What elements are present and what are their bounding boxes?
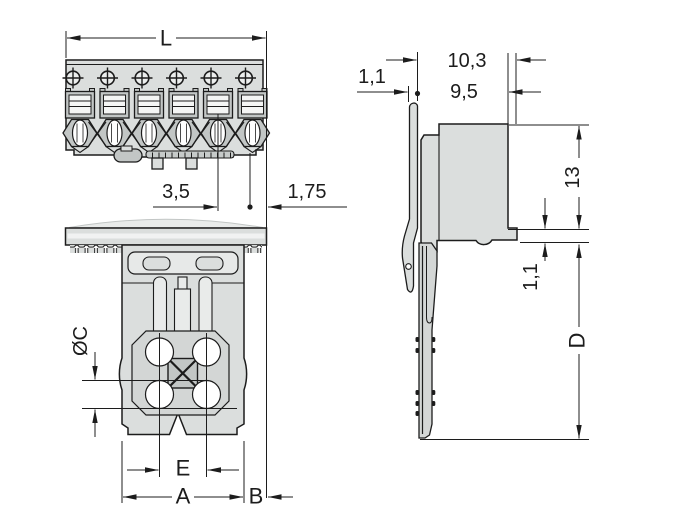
dim-label-B: B xyxy=(249,484,264,509)
flange-highlight xyxy=(67,233,265,239)
dim-label-diameter-C: ØC xyxy=(70,326,92,356)
dim-label-lever-thickness: 1,1 xyxy=(358,66,386,88)
inner-pill-right xyxy=(195,256,224,271)
locking-lever xyxy=(401,102,419,293)
solder-pin-foot-2 xyxy=(185,157,198,170)
dim-label-L: L xyxy=(160,26,172,51)
dim-flange-step: 1,1 xyxy=(520,198,589,291)
dim-upper-height: 13 xyxy=(508,124,589,230)
front-body xyxy=(65,59,264,158)
flange-dome xyxy=(68,218,264,228)
contact-spring-cross xyxy=(167,357,199,389)
dim-label-depth-total: 10,3 xyxy=(448,50,487,72)
dim-B: B xyxy=(249,484,293,509)
dim-E: E xyxy=(127,333,239,481)
dim-depth-body: 9,5 xyxy=(450,81,541,103)
center-neck xyxy=(177,276,188,291)
lever-pivot-hole xyxy=(405,263,412,270)
dim-diameter-C: ØC xyxy=(70,326,237,437)
dim-L: L xyxy=(65,26,266,58)
side-view xyxy=(401,102,518,439)
pin-channel xyxy=(426,246,433,324)
section-view xyxy=(64,218,268,436)
dim-label-D: D xyxy=(565,333,590,349)
dim-depth-total: 10,3 xyxy=(448,50,546,124)
front-view xyxy=(61,59,271,170)
pin-retention-ribs xyxy=(415,337,436,416)
pole-6 xyxy=(234,66,271,154)
dim-edge-offset: 1,75 xyxy=(268,181,347,210)
side-body xyxy=(420,123,518,256)
dim-dot-pole-center xyxy=(247,204,253,210)
dim-D: D xyxy=(420,244,590,440)
dim-label-depth-body: 9,5 xyxy=(450,81,478,103)
dim-label-E: E xyxy=(176,456,191,481)
inner-pill-left xyxy=(142,256,171,271)
plug-pin xyxy=(418,242,438,439)
dim-label-upper-height: 13 xyxy=(562,166,584,188)
bottom-strip-ticks xyxy=(147,151,233,158)
solder-pin-foot-1 xyxy=(151,157,164,170)
dim-label-flange-step: 1,1 xyxy=(520,263,542,291)
dim-A: A xyxy=(121,441,245,509)
dim-lever-thickness: 1,1 xyxy=(357,52,421,102)
dim-label-A: A xyxy=(176,484,191,509)
dim-label-pitch: 3,5 xyxy=(162,181,190,203)
funnel-decorations xyxy=(88,121,245,147)
dim-pitch: 3,5 xyxy=(153,114,253,211)
dim-label-edge-offset: 1,75 xyxy=(288,181,327,203)
coding-clip-tab xyxy=(120,145,133,152)
dim-dot-lever xyxy=(414,90,421,97)
